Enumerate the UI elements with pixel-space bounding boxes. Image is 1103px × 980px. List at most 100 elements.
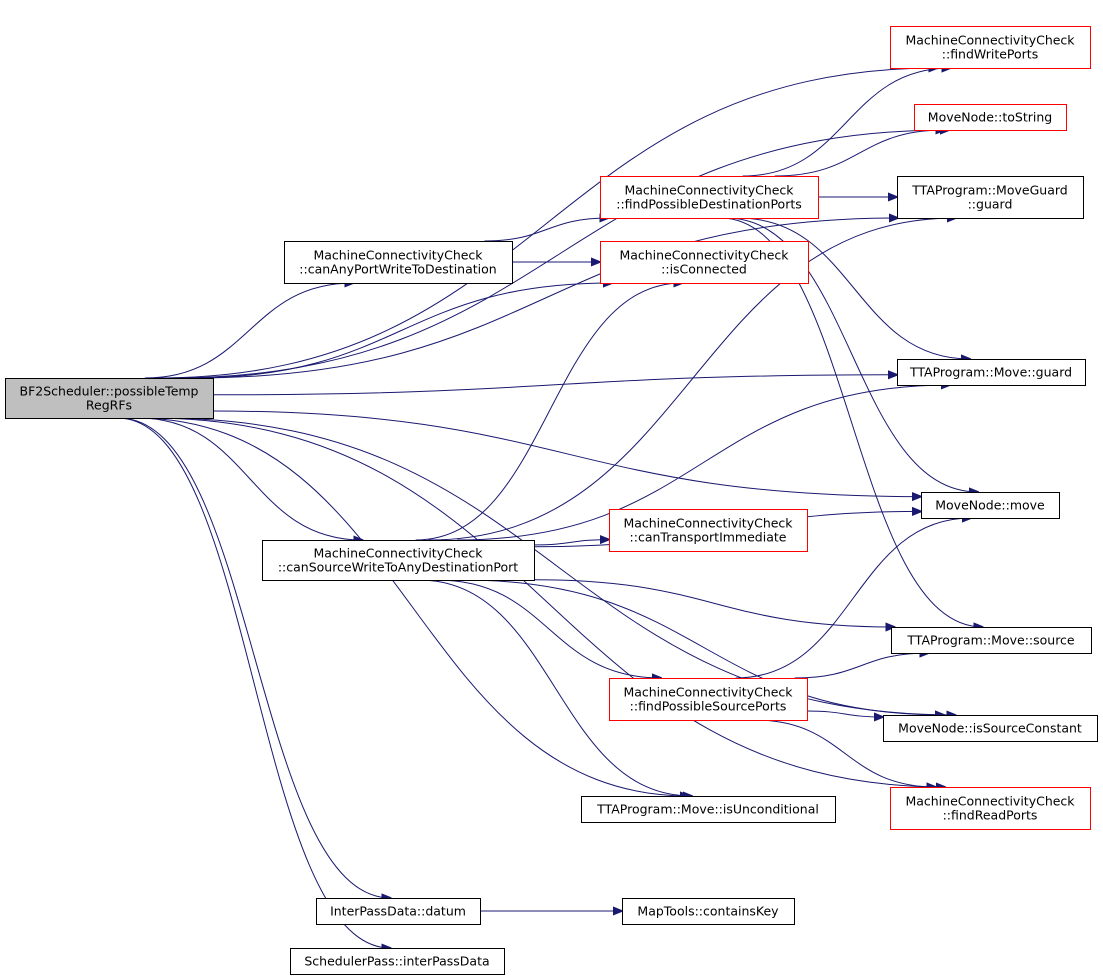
node-moveGuard[interactable]: TTAProgram::Move::guard xyxy=(897,359,1086,386)
edge-root-to-fwp xyxy=(156,68,937,379)
node-isUncond[interactable]: TTAProgram::Move::isUnconditional xyxy=(581,796,836,823)
node-mguard[interactable]: TTAProgram::MoveGuard::guard xyxy=(897,176,1084,219)
edge-fpsp-to-moveSrc xyxy=(794,653,929,679)
node-label-line: TTAProgram::Move::isUnconditional xyxy=(596,802,819,817)
node-label-line: RegRFs xyxy=(86,398,132,413)
node-label-line: InterPassData::datum xyxy=(330,904,466,919)
node-label-line: MachineConnectivityCheck xyxy=(619,248,789,263)
node-fpsp[interactable]: MachineConnectivityCheck::findPossibleSo… xyxy=(609,678,808,721)
node-label-line: ::findWritePorts xyxy=(942,47,1038,62)
node-box xyxy=(290,948,505,975)
edge-fpdp-to-moveSrc xyxy=(720,217,983,627)
node-label-line: MapTools::containsKey xyxy=(637,904,779,919)
node-datum[interactable]: InterPassData::datum xyxy=(316,898,481,925)
edge-root-to-mnMove xyxy=(212,410,921,497)
edge-root-to-canSrc xyxy=(137,417,362,540)
edge-root-to-mguard xyxy=(192,218,898,379)
edge-root-to-canAny xyxy=(144,283,354,379)
node-label-line: ::isConnected xyxy=(661,262,747,277)
node-frp[interactable]: MachineConnectivityCheck::findReadPorts xyxy=(890,787,1091,830)
node-label-line: ::findReadPorts xyxy=(943,808,1038,823)
node-box xyxy=(609,678,808,721)
edge-root-to-moveGuard xyxy=(212,375,897,396)
node-box xyxy=(5,378,214,419)
node-label-line: ::findPossibleDestinationPorts xyxy=(616,197,802,212)
node-box xyxy=(921,492,1060,519)
node-label-line: BF2Scheduler::possibleTemp xyxy=(20,384,199,399)
node-box xyxy=(622,898,795,925)
edge-root-to-isConn xyxy=(190,283,612,379)
node-label-line: MoveNode::move xyxy=(935,498,1045,513)
node-box xyxy=(581,796,836,823)
edge-canAny-to-fpdp xyxy=(484,218,608,242)
edge-canSrc-to-isConn xyxy=(415,283,683,541)
node-isSrcConst[interactable]: MoveNode::isSourceConstant xyxy=(883,715,1098,742)
edge-canSrc-to-moveSrc xyxy=(533,579,895,627)
node-toString[interactable]: MoveNode::toString xyxy=(914,104,1067,131)
node-label-line: ::canAnyPortWriteToDestination xyxy=(299,262,496,277)
node-fwp[interactable]: MachineConnectivityCheck::findWritePorts xyxy=(890,26,1091,69)
node-label-line: TTAProgram::MoveGuard xyxy=(911,183,1067,198)
node-box xyxy=(262,540,535,581)
node-box xyxy=(890,26,1091,69)
edge-root-to-frp xyxy=(149,417,945,787)
edge-fpsp-to-isSrcConst xyxy=(806,710,883,717)
node-mnMove[interactable]: MoveNode::move xyxy=(921,492,1060,519)
node-label-line: MachineConnectivityCheck xyxy=(313,546,483,561)
edge-fpsp-to-frp xyxy=(754,719,936,787)
node-label-line: MoveNode::isSourceConstant xyxy=(898,721,1082,736)
node-label-line: ::findPossibleSourcePorts xyxy=(630,699,787,714)
edge-fpsp-to-mnMove xyxy=(735,518,972,679)
edge-fpdp-to-moveGuard xyxy=(738,217,970,359)
node-label-line: MachineConnectivityCheck xyxy=(905,33,1075,48)
node-box xyxy=(914,104,1067,131)
edge-fpdp-to-mnMove xyxy=(726,217,978,492)
node-label-line: ::canTransportImmediate xyxy=(630,530,787,545)
node-label-line: MachineConnectivityCheck xyxy=(905,794,1075,809)
node-label-line: MachineConnectivityCheck xyxy=(623,516,793,531)
node-label-line: MoveNode::toString xyxy=(928,110,1052,125)
node-moveSrc[interactable]: TTAProgram::Move::source xyxy=(891,627,1092,654)
node-box xyxy=(891,627,1092,654)
edge-fpdp-to-fwp xyxy=(742,68,951,177)
function-nodes: BF2Scheduler::possibleTempRegRFsMachineC… xyxy=(5,26,1098,975)
node-label-line: SchedulerPass::interPassData xyxy=(304,954,489,969)
node-box xyxy=(316,898,481,925)
node-box xyxy=(600,241,809,284)
node-canAny[interactable]: MachineConnectivityCheck::canAnyPortWrit… xyxy=(284,241,513,284)
node-box xyxy=(897,359,1086,386)
node-label-line: TTAProgram::Move::guard xyxy=(909,365,1072,380)
node-fpdp[interactable]: MachineConnectivityCheck::findPossibleDe… xyxy=(600,176,819,219)
node-isConn[interactable]: MachineConnectivityCheck::isConnected xyxy=(600,241,809,284)
edge-canSrc-to-mguard xyxy=(428,218,956,541)
edge-canSrc-to-moveGuard xyxy=(457,385,950,541)
node-box xyxy=(890,787,1091,830)
edge-fpdp-to-toString xyxy=(774,130,945,177)
node-box xyxy=(609,509,808,552)
node-label-line: ::canSourceWriteToAnyDestinationPort xyxy=(278,560,518,575)
edge-root-to-isUncond xyxy=(135,417,689,796)
node-canTI[interactable]: MachineConnectivityCheck::canTransportIm… xyxy=(609,509,808,552)
edge-canSrc-to-isSrcConst xyxy=(463,579,944,715)
node-canSrc[interactable]: MachineConnectivityCheck::canSourceWrite… xyxy=(262,540,535,581)
node-label-line: ::guard xyxy=(968,197,1013,212)
call-edges xyxy=(117,68,983,948)
node-box xyxy=(897,176,1084,219)
node-box xyxy=(883,715,1098,742)
node-mapKey[interactable]: MapTools::containsKey xyxy=(622,898,795,925)
node-label-line: MachineConnectivityCheck xyxy=(313,248,483,263)
node-label-line: MachineConnectivityCheck xyxy=(624,183,794,198)
edge-canSrc-to-fpsp xyxy=(436,579,661,678)
edge-root-to-ipd xyxy=(117,417,391,948)
node-box xyxy=(284,241,513,284)
node-label-line: MachineConnectivityCheck xyxy=(623,685,793,700)
edge-canSrc-to-isUncond xyxy=(418,579,692,796)
edge-root-to-toString xyxy=(169,130,950,379)
node-box xyxy=(600,176,819,219)
node-ipd[interactable]: SchedulerPass::interPassData xyxy=(290,948,505,975)
edge-root-to-datum xyxy=(118,417,391,898)
node-label-line: TTAProgram::Move::source xyxy=(906,633,1075,648)
edge-canSrc-to-canTI xyxy=(533,540,609,546)
